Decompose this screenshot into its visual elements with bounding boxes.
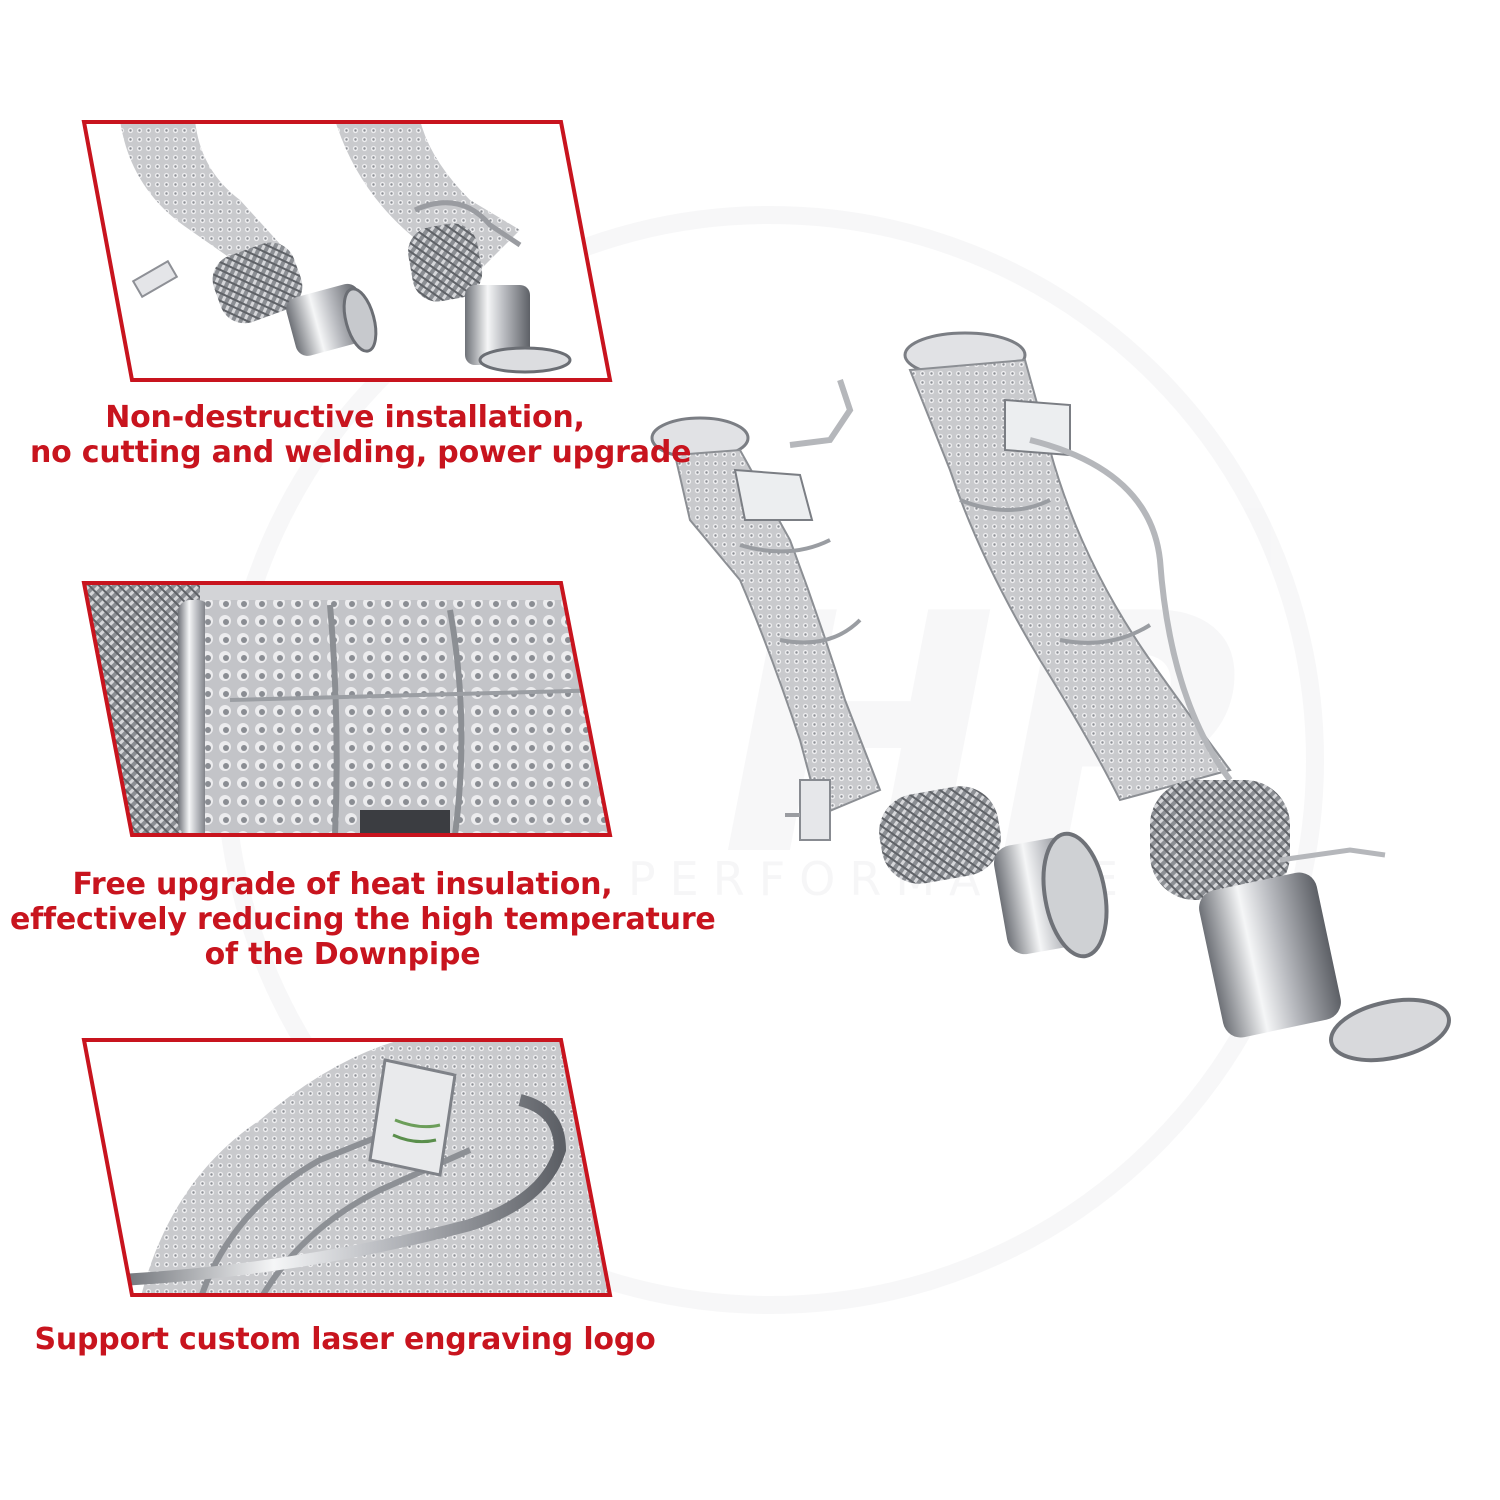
caption-1-line-2: no cutting and welding, power upgrade [30, 435, 692, 470]
caption-1-line-1: Non-destructive installation, [105, 400, 585, 435]
feature-panel-1 [81, 120, 613, 382]
caption-3-line-1: Support custom laser engraving logo [34, 1322, 656, 1357]
feature-caption-1: Non-destructive installation, no cutting… [30, 400, 692, 470]
feature-panel-3 [81, 1038, 613, 1297]
feature-caption-3: Support custom laser engraving logo [30, 1322, 660, 1357]
caption-2-line-2: effectively reducing the high temperatur… [10, 902, 716, 937]
downpipe-left [650, 379, 1109, 959]
downpipe-flex-joint-closeup [84, 122, 610, 380]
caption-2-line-1: Free upgrade of heat insulation, [72, 867, 613, 902]
left-logo-plate [733, 468, 814, 521]
feature-caption-2: Free upgrade of heat insulation, effecti… [10, 867, 716, 972]
laser-engraving-plate-closeup [84, 1040, 610, 1295]
feature-panel-2 [81, 581, 613, 837]
pair-of-heat-wrapped-downpipes [650, 331, 1451, 1063]
downpipe-right [903, 331, 1451, 1063]
caption-2-line-3: of the Downpipe [204, 937, 481, 972]
heat-insulation-wrap-closeup [84, 583, 610, 835]
